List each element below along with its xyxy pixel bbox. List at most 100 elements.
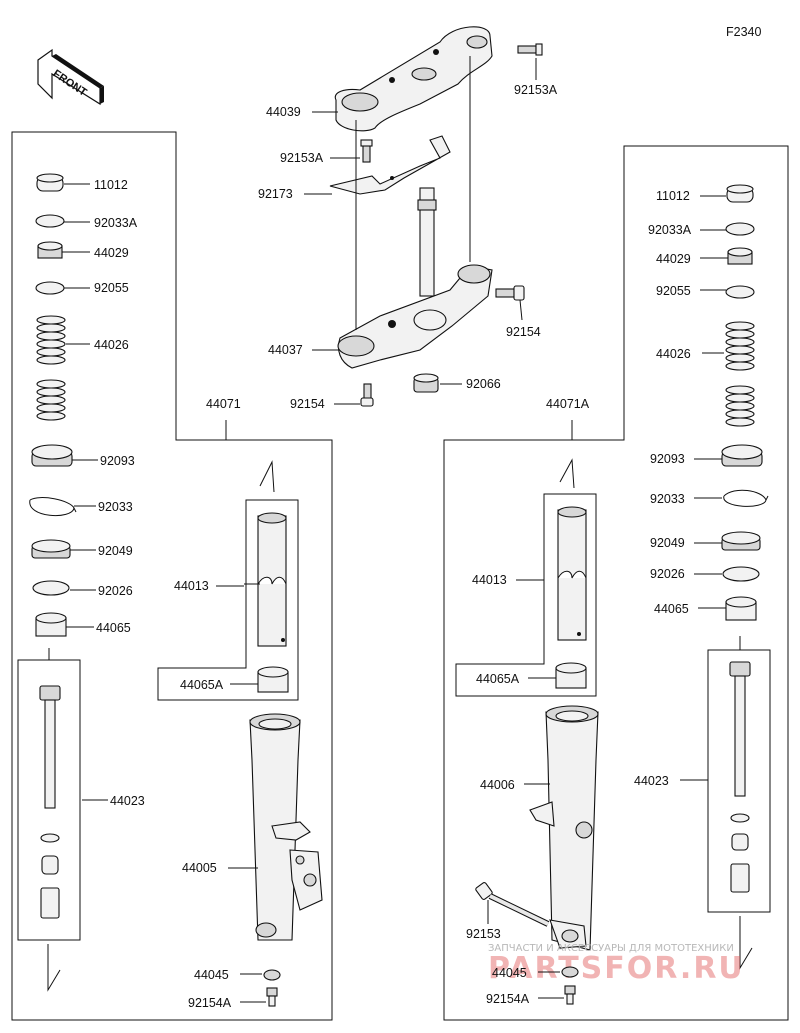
inner-tube-44013-left bbox=[257, 512, 287, 647]
label-44065-left: 44065 bbox=[96, 621, 131, 635]
bush-44065A-left bbox=[257, 666, 289, 693]
bolt-92153A-mid bbox=[360, 139, 373, 163]
label-92066: 92066 bbox=[466, 377, 501, 391]
spring-coil bbox=[725, 393, 755, 403]
seal-92049-left bbox=[31, 539, 71, 559]
label-92093-right: 92093 bbox=[650, 452, 685, 466]
spring-coil bbox=[725, 361, 755, 371]
cap-11012-right bbox=[726, 184, 754, 203]
label-92154-left: 92154 bbox=[290, 397, 325, 411]
bolt-92153A-top bbox=[517, 43, 543, 56]
label-44037: 44037 bbox=[268, 343, 303, 357]
washer-44045-right bbox=[561, 966, 579, 978]
label-92033-right: 92033 bbox=[650, 492, 685, 506]
spring-coil bbox=[36, 355, 66, 365]
label-44039: 44039 bbox=[266, 105, 301, 119]
label-44065A-right: 44065A bbox=[476, 672, 520, 686]
seal-92093-left bbox=[31, 444, 73, 467]
label-92026-left: 92026 bbox=[98, 584, 133, 598]
bush-44065A-right bbox=[555, 662, 587, 689]
label-44013-left: 44013 bbox=[174, 579, 209, 593]
bolt-92154A-right bbox=[564, 985, 576, 1005]
steering-stem-44037 bbox=[337, 187, 493, 369]
cap-44029-left bbox=[37, 241, 63, 259]
label-92154A-left: 92154A bbox=[188, 996, 232, 1010]
spring-coil bbox=[36, 323, 66, 333]
label-92153A-mid: 92153A bbox=[280, 151, 324, 165]
spring-coil bbox=[36, 315, 66, 325]
label-92093-left: 92093 bbox=[100, 454, 135, 468]
spring-coil bbox=[36, 387, 66, 397]
oring-92033A-right bbox=[725, 222, 755, 236]
oring-92033A-left bbox=[35, 214, 65, 228]
label-92033A-right: 92033A bbox=[648, 223, 692, 237]
spring-44026-right bbox=[725, 321, 755, 427]
label-44065A-left: 44065A bbox=[180, 678, 224, 692]
spring-coil bbox=[725, 345, 755, 355]
washer-44045-left bbox=[263, 969, 281, 981]
spring-coil bbox=[36, 395, 66, 405]
label-44026-left: 44026 bbox=[94, 338, 129, 352]
label-44013-right: 44013 bbox=[472, 573, 507, 587]
label-44023-left: 44023 bbox=[110, 794, 145, 808]
clip-92033-right bbox=[723, 489, 769, 507]
spring-coil bbox=[725, 417, 755, 427]
spring-coil bbox=[36, 379, 66, 389]
spring-coil bbox=[725, 329, 755, 339]
label-92033-left: 92033 bbox=[98, 500, 133, 514]
bracket-92173 bbox=[329, 135, 451, 195]
damper-rod-44023-right bbox=[729, 661, 751, 893]
label-92153A-top: 92153A bbox=[514, 83, 558, 97]
bolt-92153-right bbox=[475, 882, 550, 927]
spring-coil bbox=[725, 337, 755, 347]
label-44065-right: 44065 bbox=[654, 602, 689, 616]
label-92049-left: 92049 bbox=[98, 544, 133, 558]
bolt-92154-right bbox=[495, 285, 525, 301]
label-92026-right: 92026 bbox=[650, 567, 685, 581]
watermark-logo: PARTSFOR.RU bbox=[488, 951, 745, 986]
label-92049-right: 92049 bbox=[650, 536, 685, 550]
spring-44026-left bbox=[36, 315, 66, 421]
spring-coil bbox=[36, 339, 66, 349]
front-arrow-icon: FRONT bbox=[37, 48, 104, 106]
label-11012-left: 11012 bbox=[94, 178, 128, 192]
spring-coil bbox=[725, 409, 755, 419]
label-44071: 44071 bbox=[206, 397, 241, 411]
label-44005-left: 44005 bbox=[182, 861, 217, 875]
clip-92033-left bbox=[29, 497, 77, 517]
inner-tube-44013-right bbox=[557, 506, 587, 641]
label-92033A-left: 92033A bbox=[94, 216, 138, 230]
outer-tube-44006-right bbox=[529, 705, 599, 951]
label-44071A: 44071A bbox=[546, 397, 590, 411]
seal-92049-right bbox=[721, 531, 761, 551]
label-44029-right: 44029 bbox=[656, 252, 691, 266]
washer-92026-left bbox=[32, 580, 70, 596]
upper-bracket-44039 bbox=[334, 26, 493, 132]
spring-coil bbox=[725, 353, 755, 363]
spring-coil bbox=[725, 321, 755, 331]
label-11012-right: 11012 bbox=[656, 189, 690, 203]
label-92055-right: 92055 bbox=[656, 284, 691, 298]
label-92153-right: 92153 bbox=[466, 927, 501, 941]
oring-92055-left bbox=[35, 281, 65, 295]
label-44026-right: 44026 bbox=[656, 347, 691, 361]
bolt-92154-left bbox=[360, 383, 374, 407]
bush-44065-right bbox=[725, 596, 757, 621]
damper-rod-44023-left bbox=[39, 685, 61, 919]
seal-92093-right bbox=[721, 444, 763, 467]
label-44045-right: 44045 bbox=[492, 966, 527, 980]
label-92154-right: 92154 bbox=[506, 325, 541, 339]
oring-92055-right bbox=[725, 285, 755, 299]
label-44023-right: 44023 bbox=[634, 774, 669, 788]
outer-tube-44005-left bbox=[249, 713, 323, 941]
label-92173: 92173 bbox=[258, 187, 293, 201]
spring-coil bbox=[725, 401, 755, 411]
cap-44029-right bbox=[727, 247, 753, 265]
label-92154A-right: 92154A bbox=[486, 992, 530, 1006]
spring-coil bbox=[36, 411, 66, 421]
bolt-92154A-left bbox=[266, 987, 278, 1007]
spring-coil bbox=[36, 403, 66, 413]
label-44045-left: 44045 bbox=[194, 968, 229, 982]
bush-44065-left bbox=[35, 612, 67, 637]
